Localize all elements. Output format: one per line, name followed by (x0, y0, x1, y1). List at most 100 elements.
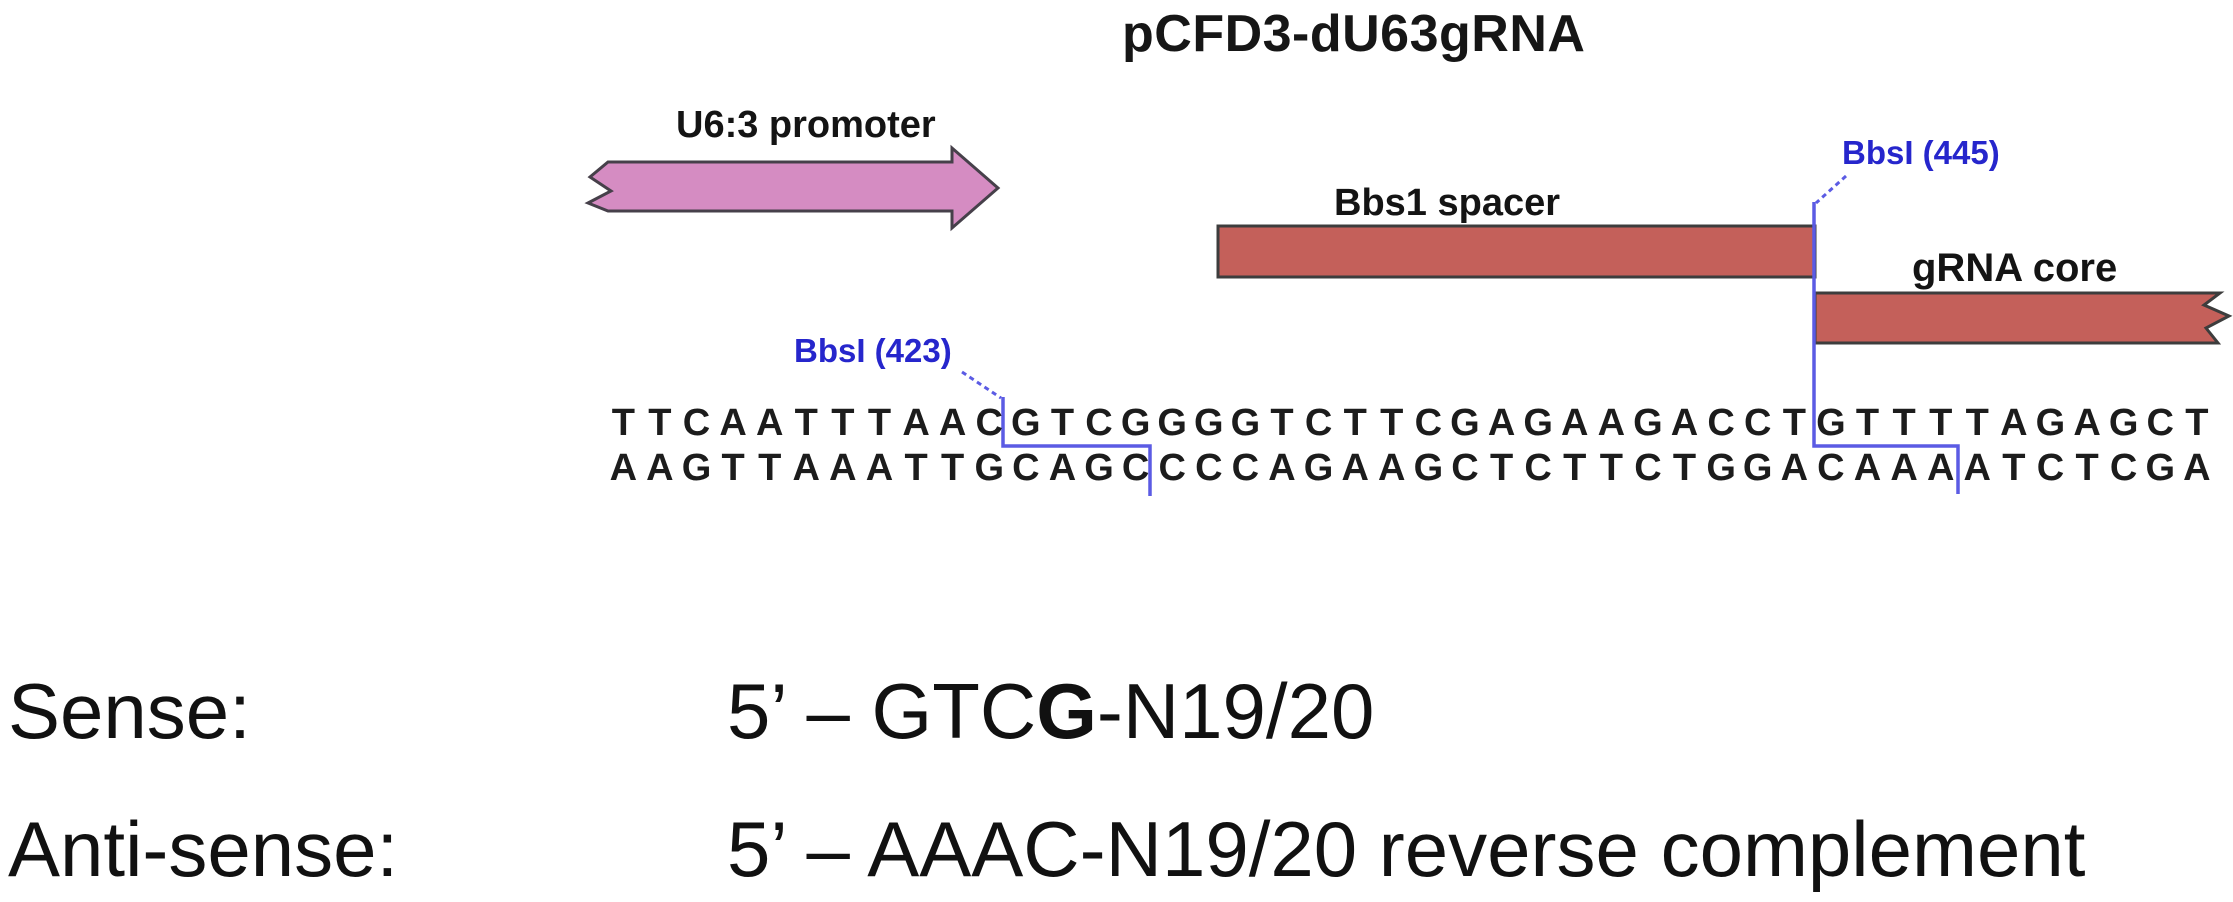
nucleotide: C (1231, 447, 1260, 489)
bbs1-spacer-label: Bbs1 spacer (1334, 182, 1561, 224)
nucleotide: C (975, 402, 1003, 444)
nucleotide: A (646, 447, 674, 489)
antisense-row-label: Anti-sense: (8, 805, 399, 893)
nucleotide: T (1050, 402, 1075, 444)
nucleotide: A (1670, 402, 1699, 444)
nucleotide: A (1561, 402, 1589, 444)
u63-promoter-label: U6:3 promoter (676, 104, 936, 146)
nucleotide: C (1414, 402, 1443, 444)
nucleotide: G (1523, 402, 1553, 444)
nucleotide: T (904, 447, 928, 489)
nucleotide: T (831, 402, 855, 444)
nucleotide: A (719, 402, 747, 444)
nucleotide: C (1012, 447, 1040, 489)
sense-row-label: Sense: (8, 667, 251, 755)
figure-title: pCFD3-dU63gRNA (1122, 5, 1586, 63)
nucleotide: A (1048, 447, 1077, 489)
nucleotide: G (1120, 402, 1151, 444)
nucleotide: T (758, 447, 782, 489)
nucleotide: C (1707, 402, 1735, 444)
nucleotide: G (1633, 402, 1663, 444)
nucleotide: A (792, 447, 820, 489)
nucleotide: T (1599, 447, 1623, 489)
nucleotide: C (1634, 447, 1662, 489)
nucleotide: C (1524, 447, 1552, 489)
nucleotide: T (1855, 402, 1880, 444)
antisense-oligo-value: 5’ – AAAC-N19/20 reverse complement (727, 805, 2086, 893)
nucleotide: C (1817, 447, 1845, 489)
nucleotide: C (1743, 402, 1772, 444)
sense-oligo-value: 5’ – GTCG-N19/20 (727, 666, 1374, 757)
nucleotide: G (681, 447, 712, 489)
bbsi-445-leader-line (1814, 174, 1848, 205)
nucleotide: C (2036, 447, 2065, 489)
nucleotide: A (1926, 447, 1955, 489)
nucleotide: T (1892, 402, 1916, 444)
nucleotide: C (1158, 447, 1186, 489)
nucleotide: T (867, 402, 892, 444)
nucleotide: G (1303, 447, 1334, 489)
nucleotide: A (2183, 447, 2211, 489)
nucleotide: G (2145, 447, 2176, 489)
nucleotide: T (1965, 402, 1989, 444)
grna-core-label: gRNA core (1912, 246, 2118, 290)
nucleotide: A (938, 402, 967, 444)
nucleotide: T (2002, 447, 2026, 489)
nucleotide: A (609, 447, 638, 489)
nucleotide: A (865, 447, 894, 489)
sense-oligo-suffix: -N19/20 (1096, 667, 1375, 755)
nucleotide: G (2108, 402, 2139, 444)
nucleotide: A (755, 402, 784, 444)
bbsi-445-label: BbsI (445) (1842, 134, 2000, 171)
nucleotide: T (611, 402, 635, 444)
nucleotide: C (1195, 447, 1223, 489)
nucleotide: T (1672, 447, 1697, 489)
nucleotide: C (1304, 402, 1333, 444)
nucleotide: T (1380, 402, 1404, 444)
nucleotide: G (1011, 402, 1041, 444)
nucleotide: T (1929, 402, 1953, 444)
nucleotide: T (648, 402, 672, 444)
bbsi-423-leader-line (961, 370, 1002, 400)
nucleotide: T (941, 447, 965, 489)
sense-oligo-bold-g: G (1036, 667, 1097, 755)
nucleotide: A (1597, 402, 1626, 444)
bbs1-spacer-block (1216, 224, 1817, 279)
nucleotide: T (2185, 402, 2209, 444)
nucleotide: T (1489, 447, 1514, 489)
nucleotide: A (1487, 402, 1516, 444)
nucleotide: A (1853, 447, 1882, 489)
nucleotide: T (2075, 447, 2099, 489)
nucleotide: T (794, 402, 818, 444)
u63-promoter-arrow (584, 144, 1001, 232)
nucleotide: T (1563, 447, 1587, 489)
nucleotide: C (2146, 402, 2174, 444)
nucleotide: G (2035, 402, 2066, 444)
nucleotide: G (1742, 447, 1773, 489)
nucleotide: A (829, 447, 857, 489)
bbsi-423-label: BbsI (423) (794, 332, 952, 369)
nucleotide: T (721, 447, 745, 489)
nucleotide: C (1121, 447, 1150, 489)
nucleotide: G (1084, 447, 1114, 489)
nucleotide: A (1780, 447, 1809, 489)
nucleotide: A (1378, 447, 1406, 489)
nucleotide: G (1194, 402, 1224, 444)
sense-oligo-prefix: 5’ – GTC (727, 667, 1037, 755)
nucleotide: T (1270, 402, 1294, 444)
grna-core-block (1813, 291, 2233, 345)
nucleotide: A (2073, 402, 2101, 444)
nucleotide: A (1963, 447, 1991, 489)
nucleotide: G (1157, 402, 1187, 444)
nucleotide: G (1706, 447, 1736, 489)
nucleotide: G (1816, 402, 1846, 444)
nucleotide: C (682, 402, 711, 444)
nucleotide: G (1230, 402, 1261, 444)
nucleotide: T (1782, 402, 1806, 444)
nucleotide: C (1451, 447, 1479, 489)
nucleotide: T (1343, 402, 1367, 444)
nucleotide: A (1890, 447, 1918, 489)
